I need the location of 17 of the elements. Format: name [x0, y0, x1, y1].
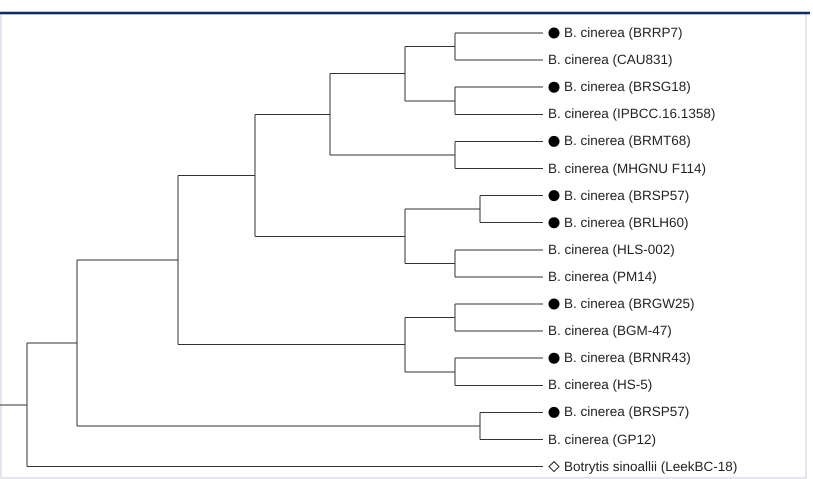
taxon-label: B. cinerea (GP12) [548, 432, 656, 448]
taxon-label: B. cinerea (BRSG18) [564, 79, 691, 96]
taxon-label: B. cinerea (BRGW25) [564, 296, 695, 312]
taxon-label: B. cinerea (BGM-47) [548, 323, 672, 340]
taxon-label: B. cinerea (HS-5) [548, 377, 652, 394]
taxon-label: B. cinerea (BRSP57) [564, 404, 690, 420]
taxon-label: B. cinerea (BRSP57) [564, 188, 690, 204]
taxon-label: B. cinerea (HLS-002) [548, 242, 675, 258]
taxon-label: B. cinerea (BRRP7) [564, 25, 683, 41]
taxon-label: B. cinerea (CAU831) [548, 52, 673, 68]
taxon-label: Botrytis sinoallii (LeekBC-18) [564, 458, 738, 475]
taxon-label: B. cinerea (BRMT68) [564, 133, 691, 150]
taxon-label: B. cinerea (MHGNU F114) [548, 160, 706, 176]
taxon-label: B. cinerea (PM14) [548, 268, 657, 285]
taxon-label: B. cinerea (BRNR43) [564, 350, 691, 366]
taxon-label: B. cinerea (BRLH60) [564, 214, 689, 231]
taxon-label: B. cinerea (IPBCC.16.1358) [548, 106, 716, 122]
